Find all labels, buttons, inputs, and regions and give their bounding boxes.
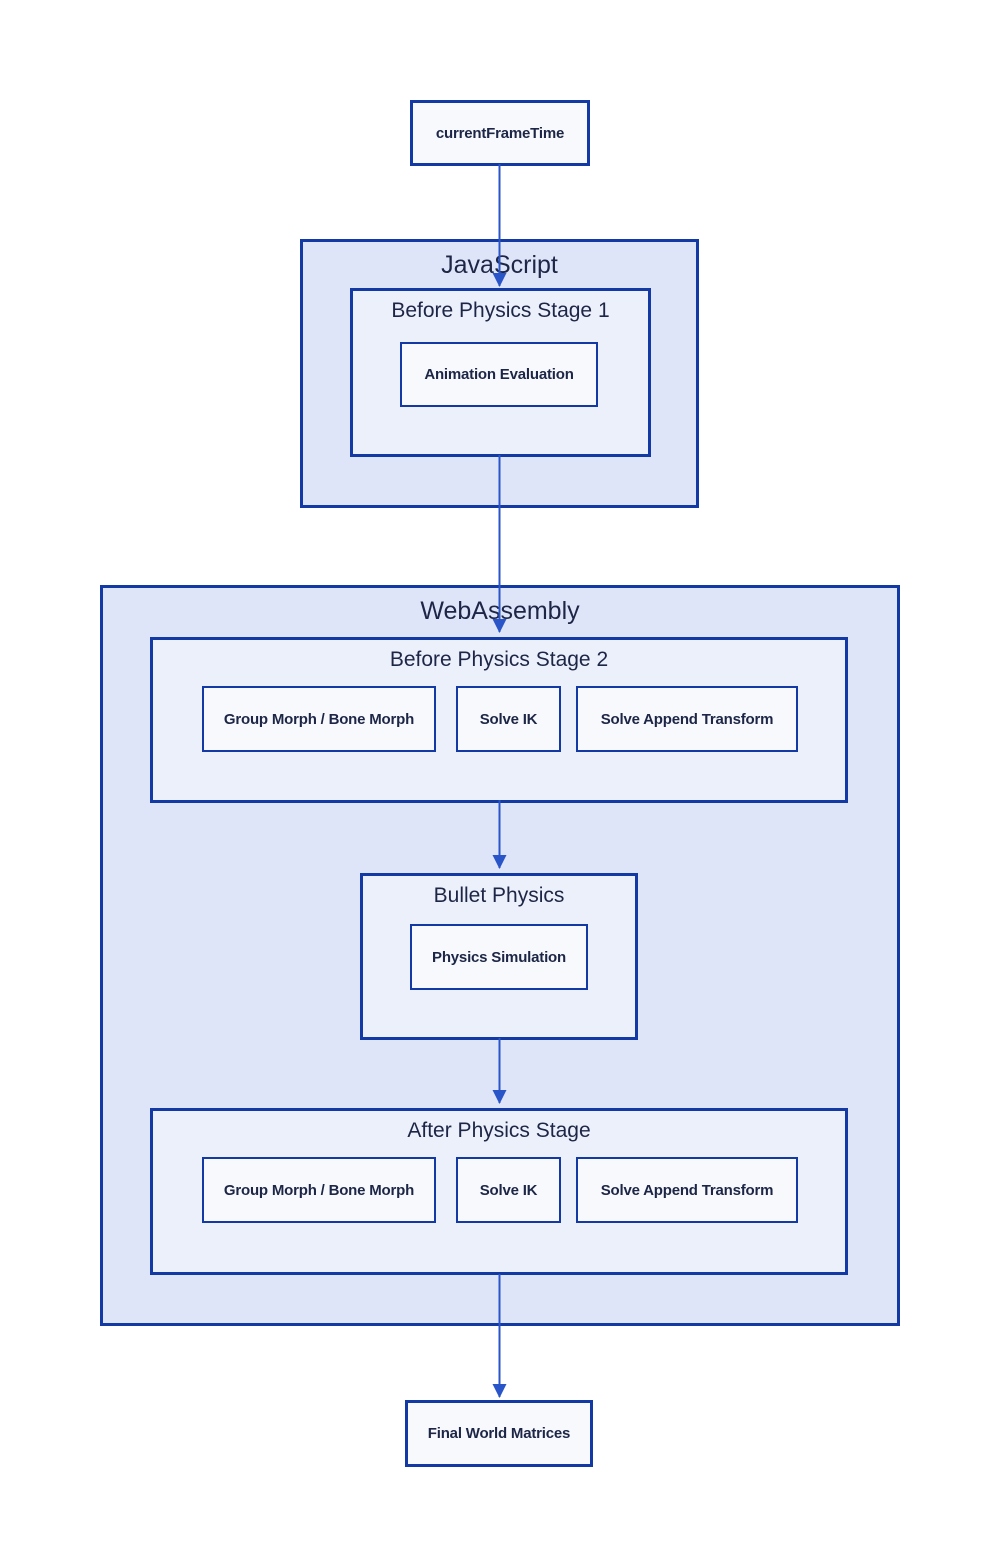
- step-label: Physics Simulation: [432, 948, 566, 966]
- node-current-frame-time: currentFrameTime: [410, 100, 590, 166]
- step-label: Animation Evaluation: [424, 366, 574, 383]
- container-webassembly: WebAssembly Before Physics Stage 2 Group…: [100, 585, 900, 1326]
- node-label: currentFrameTime: [435, 124, 565, 142]
- step-solve-ik: Solve IK: [456, 1157, 561, 1223]
- step-solve-append-transform: Solve Append Transform: [576, 686, 798, 752]
- step-animation-evaluation: Animation Evaluation: [400, 342, 598, 407]
- step-label: Group Morph / Bone Morph: [223, 1181, 415, 1199]
- stage-before-physics-2-title: Before Physics Stage 2: [389, 648, 609, 671]
- stage-before-physics-1-title: Before Physics Stage 1: [391, 299, 610, 322]
- stage-before-physics-1: Before Physics Stage 1 Animation Evaluat…: [350, 288, 651, 457]
- container-webassembly-title: WebAssembly: [420, 597, 580, 625]
- step-label: Solve Append Transform: [600, 710, 774, 728]
- step-label: Solve Append Transform: [600, 1181, 774, 1199]
- step-solve-ik: Solve IK: [456, 686, 561, 752]
- step-label: Solve IK: [479, 710, 538, 728]
- node-final-world-matrices: Final World Matrices: [405, 1400, 593, 1467]
- container-javascript: JavaScript Before Physics Stage 1 Animat…: [300, 239, 699, 508]
- container-javascript-title: JavaScript: [441, 251, 558, 279]
- stage-bullet-physics-title: Bullet Physics: [433, 884, 565, 907]
- stage-before-physics-2: Before Physics Stage 2 Group Morph / Bon…: [150, 637, 848, 803]
- stage-after-physics-title: After Physics Stage: [407, 1119, 591, 1142]
- step-solve-append-transform: Solve Append Transform: [576, 1157, 798, 1223]
- stage-after-physics: After Physics Stage Group Morph / Bone M…: [150, 1108, 848, 1275]
- step-physics-simulation: Physics Simulation: [410, 924, 588, 990]
- stage-bullet-physics: Bullet Physics Physics Simulation: [360, 873, 638, 1040]
- step-label: Group Morph / Bone Morph: [223, 710, 415, 728]
- step-group-morph-bone-morph: Group Morph / Bone Morph: [202, 686, 436, 752]
- node-label: Final World Matrices: [427, 1425, 571, 1442]
- step-label: Solve IK: [479, 1181, 538, 1199]
- step-group-morph-bone-morph: Group Morph / Bone Morph: [202, 1157, 436, 1223]
